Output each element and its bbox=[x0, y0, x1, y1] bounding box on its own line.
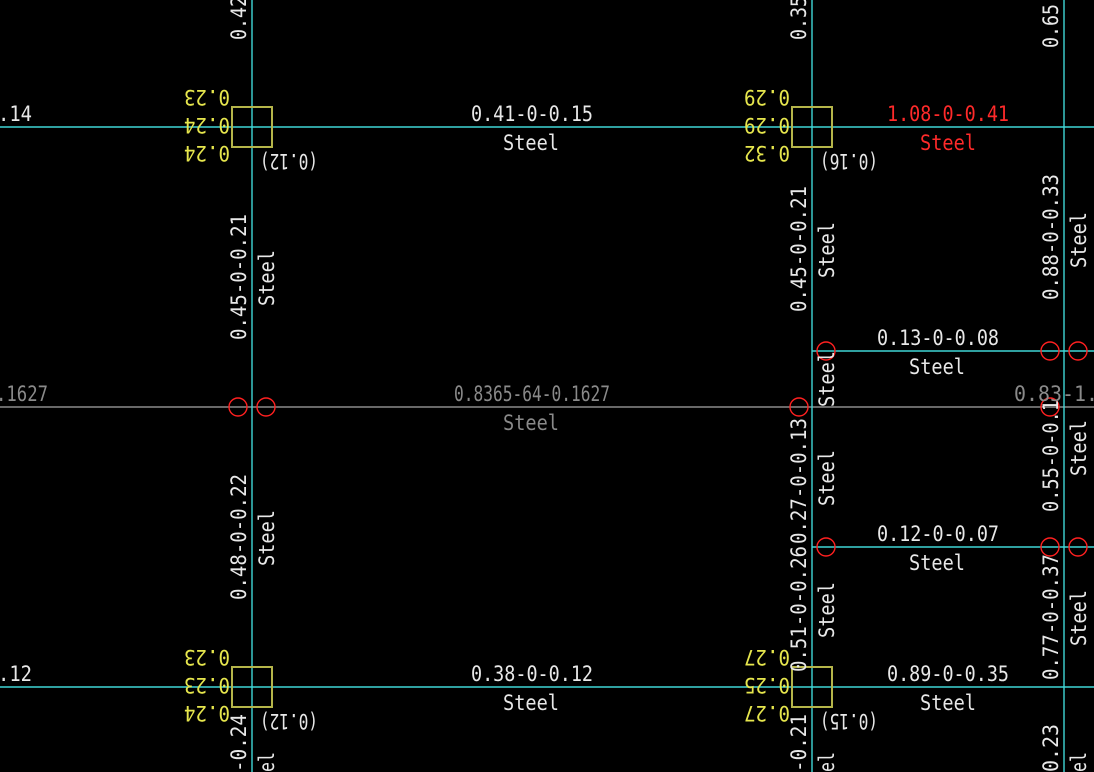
beam-ratio-label: -0.21 bbox=[787, 714, 811, 772]
beam-ratio-label: 0.55-0-0.1 bbox=[1039, 400, 1063, 512]
beam-ratio-label-overlapping: 0.8365-64-0.1627 bbox=[454, 382, 610, 406]
column-ratio-label: 0.24 bbox=[184, 141, 230, 165]
beam-type-label: Steel bbox=[1067, 212, 1091, 268]
beam-ratio-label: 0.51-0-0.26 bbox=[787, 546, 811, 672]
beam-type-label: Steel bbox=[815, 582, 839, 638]
beam-ratio-label: 0.89-0-0.35 bbox=[887, 662, 1009, 686]
column-ratio-label: 0.25 bbox=[744, 673, 790, 697]
column-top-left[interactable] bbox=[231, 106, 273, 148]
beam-ratio-label-overstressed: 1.08-0-0.41 bbox=[887, 102, 1009, 126]
hinge-node[interactable] bbox=[1040, 397, 1060, 417]
beam-type-label: el bbox=[255, 752, 279, 772]
beam-type-label: Steel bbox=[503, 691, 559, 715]
column-ratio-label: 0.27 bbox=[744, 701, 790, 725]
beam-ratio-label: 0.77-0-0.37 bbox=[1039, 554, 1063, 680]
beam-ratio-label: 0.35 bbox=[787, 0, 811, 40]
beam-type-label: Steel bbox=[909, 355, 965, 379]
beam-type-label: el bbox=[1067, 752, 1091, 772]
beam-ratio-label: 0.45-0-0.21 bbox=[227, 214, 251, 340]
column-ratio-label: 0.24 bbox=[184, 113, 230, 137]
beam-type-label: Steel bbox=[503, 131, 559, 155]
beam-type-label: el bbox=[815, 752, 839, 772]
beam-type-label-overstressed: Steel bbox=[920, 131, 976, 155]
beam-ratio-label: 0.48-0-0.22 bbox=[227, 474, 251, 600]
hinge-node[interactable] bbox=[256, 397, 276, 417]
beam-type-label: Steel bbox=[503, 411, 559, 435]
column-ratio-label: 0.27 bbox=[744, 645, 790, 669]
beam-type-label: Steel bbox=[255, 250, 279, 306]
column-ratio-label: 0.29 bbox=[744, 113, 790, 137]
column-ratio-label: 0.23 bbox=[184, 85, 230, 109]
beam-type-label: Steel bbox=[815, 222, 839, 278]
beam-ratio-label: 0.12-0-0.07 bbox=[877, 522, 999, 546]
beam-type-label: Steel bbox=[1067, 420, 1091, 476]
beam-ratio-label: 0.38-0-0.12 bbox=[471, 662, 593, 686]
column-ratio-label: (0.12) bbox=[260, 709, 318, 733]
beam-ratio-label: 0.42 bbox=[227, 0, 251, 40]
column-ratio-label: 0.29 bbox=[744, 85, 790, 109]
column-ratio-label: (0.12) bbox=[260, 149, 318, 173]
column-ratio-label: 0.23 bbox=[184, 645, 230, 669]
hinge-node[interactable] bbox=[816, 537, 836, 557]
beam-type-label: Steel bbox=[920, 691, 976, 715]
column-ratio-label: (0.16) bbox=[820, 149, 878, 173]
beam-ratio-label: 0.83-1. bbox=[1014, 382, 1094, 406]
column-bottom-left[interactable] bbox=[231, 666, 273, 708]
hinge-node[interactable] bbox=[1068, 341, 1088, 361]
column-ratio-label: 0.24 bbox=[184, 701, 230, 725]
beam-type-label: Steel bbox=[909, 551, 965, 575]
column-top-right[interactable] bbox=[791, 106, 833, 148]
beam-ratio-label: -0.24 bbox=[227, 714, 251, 772]
hinge-node[interactable] bbox=[1040, 341, 1060, 361]
beam-ratio-label: 0.27-0-0.13 bbox=[787, 418, 811, 544]
beam-ratio-label: .1627 bbox=[0, 382, 48, 406]
beam-ratio-label: 0.88-0-0.33 bbox=[1039, 174, 1063, 300]
column-ratio-label: 0.32 bbox=[744, 141, 790, 165]
beam-type-label: Steel bbox=[815, 351, 839, 407]
hinge-node[interactable] bbox=[816, 341, 836, 361]
column-bottom-right[interactable] bbox=[791, 666, 833, 708]
beam-ratio-label: .12 bbox=[0, 662, 32, 686]
beam-type-label: Steel bbox=[815, 450, 839, 506]
hinge-node[interactable] bbox=[789, 397, 809, 417]
beam-ratio-label: .14 bbox=[0, 102, 32, 126]
beam-ratio-label: 0.41-0-0.15 bbox=[471, 102, 593, 126]
column-ratio-label: (0.15) bbox=[820, 709, 878, 733]
beam-ratio-label: 0.65 bbox=[1039, 4, 1063, 48]
hinge-node[interactable] bbox=[1068, 537, 1088, 557]
beam-ratio-label: 0.13-0-0.08 bbox=[877, 326, 999, 350]
hinge-node[interactable] bbox=[1040, 537, 1060, 557]
beam-ratio-label: 0.45-0-0.21 bbox=[787, 186, 811, 312]
beam-ratio-label: 0.23 bbox=[1039, 724, 1063, 772]
hinge-node[interactable] bbox=[228, 397, 248, 417]
beam-type-label: Steel bbox=[1067, 590, 1091, 646]
beam-type-label: Steel bbox=[255, 510, 279, 566]
column-ratio-label: 0.23 bbox=[184, 673, 230, 697]
